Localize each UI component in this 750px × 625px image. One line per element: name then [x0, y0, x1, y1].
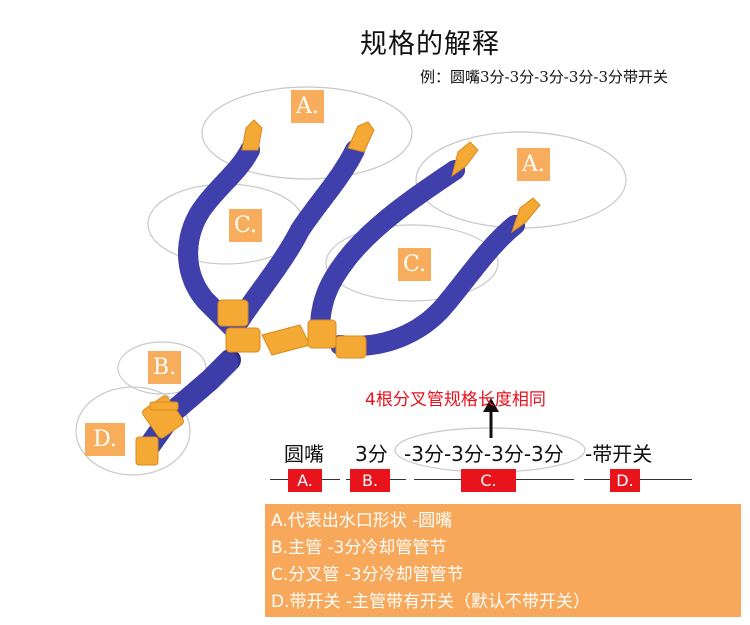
up-arrow-icon [483, 398, 499, 438]
tag-c-right: C. [398, 248, 431, 281]
legend-item-b: B.主管 -3分冷却管管节 [271, 538, 447, 558]
tag-c-left: C. [229, 209, 262, 242]
legend-item-d: D.带开关 -主管带有开关（默认不带开关） [271, 592, 591, 612]
nozzle-4 [511, 197, 541, 234]
spec-switch: -带开关 [585, 442, 653, 466]
joint-center-y [261, 324, 311, 356]
ellipse-a-left [201, 86, 413, 180]
ellipse-b [117, 341, 207, 395]
tag-a-left: A. [291, 90, 324, 123]
spec-tag-b: B. [350, 469, 390, 492]
legend-item-a: A.代表出水口形状 -圆嘴 [271, 511, 453, 531]
spec-tag-c: C. [461, 469, 516, 492]
tag-d: D. [85, 423, 125, 456]
legend-box: A.代表出水口形状 -圆嘴 B.主管 -3分冷却管管节 C.分叉管 -3分冷却管… [265, 504, 741, 617]
example-caption: 例：圆嘴3分-3分-3分-3分-3分带开关 [420, 68, 668, 86]
spec-tag-d: D. [610, 469, 640, 492]
switch-handle [149, 401, 179, 411]
ellipse-c-right [325, 224, 499, 302]
nozzle-2 [347, 121, 375, 153]
base-fitting [135, 436, 159, 466]
spec-nozzle: 圆嘴 [284, 442, 324, 466]
joint-right-tee [307, 319, 337, 349]
spec-main: 3分 [355, 442, 388, 466]
ellipse-d [75, 386, 191, 476]
joint-right-elbow [335, 335, 367, 359]
spec-branches: -3分-3分-3分-3分 [404, 442, 564, 466]
nozzle-3 [451, 141, 479, 178]
spec-tag-a: A. [288, 469, 322, 492]
joint-left-tee [217, 299, 249, 327]
tag-a-right: A. [517, 148, 550, 181]
joint-mid-tee [225, 327, 261, 353]
branch-note: 4根分叉管规格长度相同 [365, 390, 546, 410]
page-title: 规格的解释 [360, 29, 500, 60]
tag-b: B. [148, 351, 181, 384]
legend-item-c: C.分叉管 -3分冷却管管节 [271, 565, 464, 585]
nozzle-1 [241, 119, 263, 151]
